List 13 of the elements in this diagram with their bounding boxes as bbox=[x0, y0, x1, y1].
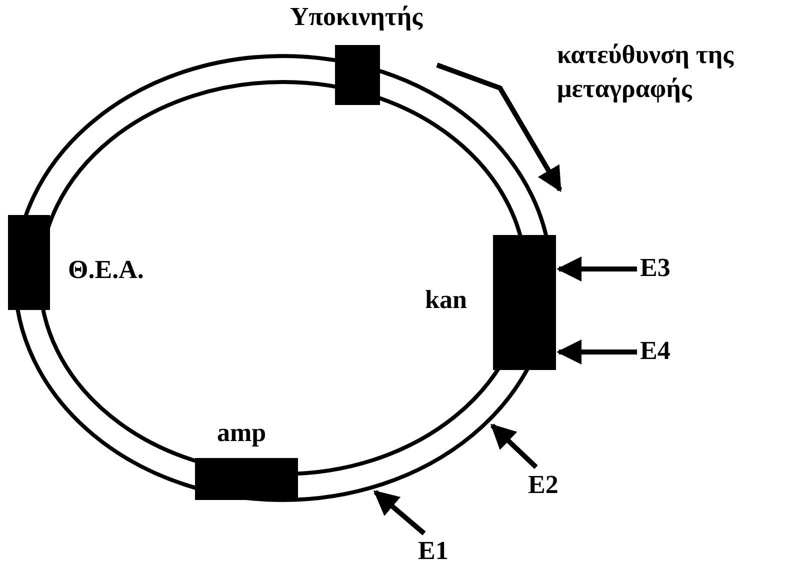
gene-label: amp bbox=[217, 418, 266, 448]
gene-label: Υποκινητής bbox=[290, 2, 423, 32]
gene-label: Θ.Ε.Α. bbox=[68, 255, 144, 285]
site-label: E4 bbox=[640, 336, 670, 366]
arrow bbox=[373, 490, 426, 536]
site-label: E3 bbox=[640, 253, 670, 283]
direction-label: κατεύθυνση της μεταγραφής bbox=[557, 39, 735, 105]
arrow bbox=[490, 424, 538, 469]
arrow bbox=[556, 256, 637, 282]
site-label: E2 bbox=[528, 470, 558, 500]
arrow bbox=[556, 340, 637, 364]
gene-label: kan bbox=[425, 285, 467, 315]
site-label: E1 bbox=[418, 536, 448, 566]
